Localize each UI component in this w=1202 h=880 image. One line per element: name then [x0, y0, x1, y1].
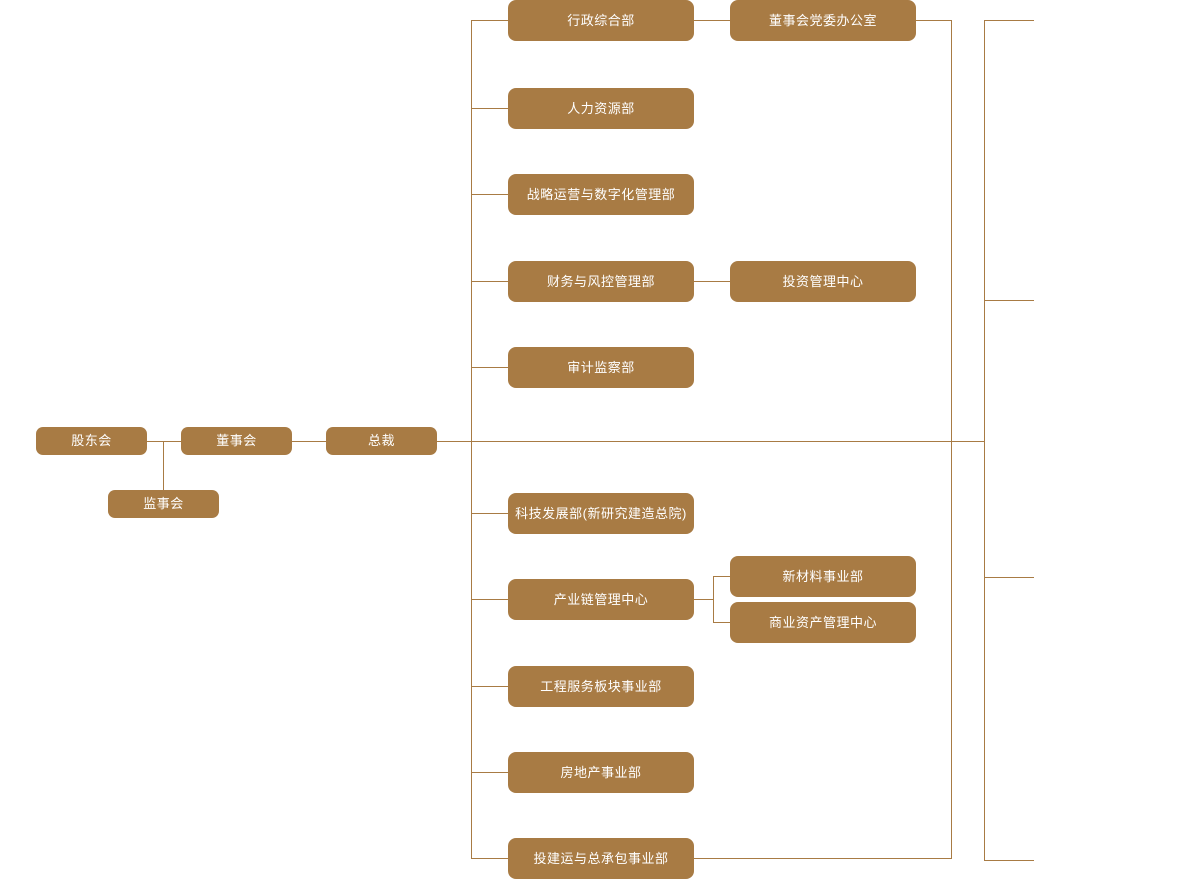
node-dept-tech[interactable]: 科技发展部(新研究建造总院) — [508, 493, 694, 534]
connector-inner-rail-vertical — [951, 20, 952, 859]
connector-trunk-to-audit — [471, 367, 508, 368]
connector-trunk-to-finance — [471, 281, 508, 282]
connector-outer-rail-vertical — [984, 20, 985, 861]
node-dept-realestate[interactable]: 房地产事业部 — [508, 752, 694, 793]
node-subunit-newmat[interactable]: 新材料事业部 — [730, 556, 916, 597]
connector-trunk-to-tech — [471, 513, 508, 514]
connector-trunk-to-engsvc — [471, 686, 508, 687]
node-dept-chain[interactable]: 产业链管理中心 — [508, 579, 694, 620]
node-dept-admin[interactable]: 行政综合部 — [508, 0, 694, 41]
connector-trunk-to-admin — [471, 20, 508, 21]
node-dept-epc[interactable]: 投建运与总承包事业部 — [508, 838, 694, 879]
connector-trunk-to-strategy — [471, 194, 508, 195]
connector-board-to-president — [292, 441, 326, 442]
node-president[interactable]: 总裁 — [326, 427, 437, 455]
node-board-of-directors[interactable]: 董事会 — [181, 427, 292, 455]
connector-president-to-trunk — [437, 441, 984, 442]
connector-trunk-to-epc — [471, 858, 508, 859]
node-dept-audit[interactable]: 审计监察部 — [508, 347, 694, 388]
connector-chain-branch-vertical — [713, 576, 714, 623]
node-subunit-investment[interactable]: 投资管理中心 — [730, 261, 916, 302]
connector-shareholders-to-board — [147, 441, 181, 442]
connector-main-trunk-vertical — [471, 20, 472, 859]
node-dept-finance[interactable]: 财务与风控管理部 — [508, 261, 694, 302]
connector-outer-rail-bottom-stub — [984, 860, 1034, 861]
node-subunit-party-office[interactable]: 董事会党委办公室 — [730, 0, 916, 41]
connector-party-office-to-inner-rail — [916, 20, 952, 21]
connector-chain-to-commasset — [713, 622, 730, 623]
node-subunit-commasset[interactable]: 商业资产管理中心 — [730, 602, 916, 643]
connector-trunk-to-chain — [471, 599, 508, 600]
node-dept-strategy[interactable]: 战略运营与数字化管理部 — [508, 174, 694, 215]
connector-supervisors-vertical — [163, 441, 164, 504]
node-dept-engsvc[interactable]: 工程服务板块事业部 — [508, 666, 694, 707]
connector-chain-stub — [694, 599, 713, 600]
connector-outer-rail-top-stub — [984, 20, 1034, 21]
connector-finance-to-investment — [694, 281, 730, 282]
node-supervisors[interactable]: 监事会 — [108, 490, 219, 518]
connector-trunk-to-realestate — [471, 772, 508, 773]
connector-chain-to-newmat — [713, 576, 730, 577]
connector-inner-rail-to-epc — [694, 858, 952, 859]
connector-outer-rail-mid-lower-stub — [984, 577, 1034, 578]
connector-outer-rail-mid-upper-stub — [984, 300, 1034, 301]
connector-admin-to-party-office — [694, 20, 730, 21]
node-shareholders[interactable]: 股东会 — [36, 427, 147, 455]
connector-trunk-to-hr — [471, 108, 508, 109]
node-dept-hr[interactable]: 人力资源部 — [508, 88, 694, 129]
